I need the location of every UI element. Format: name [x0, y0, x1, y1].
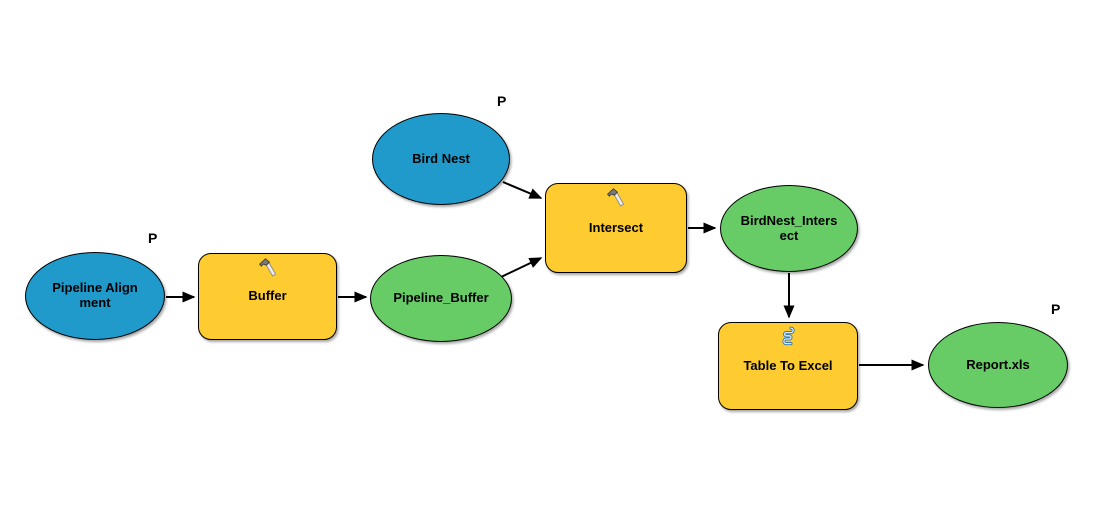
- edge-bird-nest-to-intersect[interactable]: [502, 181, 543, 199]
- node-label: Pipeline_Buffer: [393, 290, 489, 306]
- node-table-to-excel[interactable]: Table To Excel: [718, 322, 858, 410]
- node-label: Intersect: [588, 219, 644, 235]
- parameter-badge-pipeline-alignment: P: [148, 230, 158, 246]
- node-label: Bird Nest: [412, 150, 470, 166]
- node-buffer[interactable]: Buffer: [198, 253, 337, 340]
- node-birdnest-intersect[interactable]: BirdNest_Intersect: [720, 185, 858, 272]
- node-pipeline-buffer[interactable]: Pipeline_Buffer: [370, 255, 512, 342]
- node-label: Pipeline Alignment: [52, 280, 138, 310]
- node-label: Buffer: [248, 288, 287, 304]
- hammer-icon: [258, 258, 276, 277]
- node-label: Report.xls: [966, 356, 1030, 372]
- hammer-icon: [606, 188, 625, 207]
- parameter-badge-report-xls: P: [1051, 301, 1061, 317]
- node-intersect[interactable]: Intersect: [545, 183, 687, 273]
- node-label: BirdNest_Intersect: [740, 212, 838, 243]
- node-label: Table To Excel: [743, 357, 833, 373]
- node-bird-nest[interactable]: Bird Nest: [372, 113, 510, 205]
- script-icon: [782, 326, 795, 346]
- edge-pipeline-buffer-to-intersect[interactable]: [500, 257, 543, 278]
- parameter-badge-bird-nest: P: [497, 93, 507, 109]
- node-pipeline-alignment[interactable]: Pipeline Alignment: [25, 252, 165, 340]
- node-report-xls[interactable]: Report.xls: [928, 322, 1068, 408]
